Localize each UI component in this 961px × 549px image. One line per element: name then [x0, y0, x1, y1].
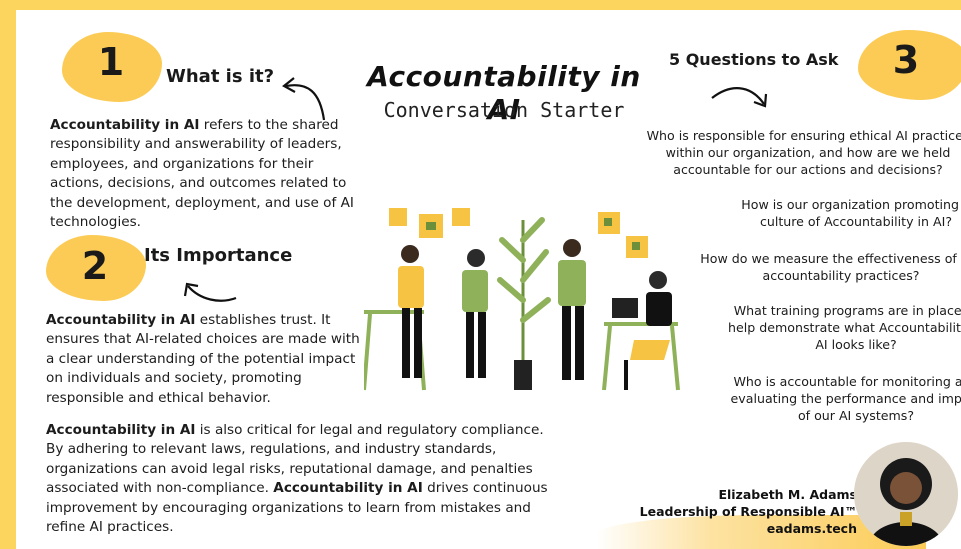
number-blob-1	[62, 32, 162, 102]
signature-name: Elizabeth M. Adams	[718, 487, 857, 502]
section-number-1: 1	[97, 40, 125, 84]
question-5: Who is accountable for monitoring and ev…	[730, 374, 961, 423]
team-illustration	[364, 208, 680, 391]
section2-paragraph-2: Accountability in AI is also critical fo…	[46, 422, 548, 536]
section-heading-questions: 5 Questions to Ask	[669, 50, 839, 69]
section-number-2: 2	[81, 244, 109, 288]
page-subtitle: Conversation Starter	[383, 98, 625, 122]
question-3: How do we measure the effectiveness of o…	[700, 251, 961, 283]
section-heading-importance: Its Importance	[144, 245, 293, 266]
question-2: How is our organization promoting a cult…	[741, 197, 961, 229]
signature-site: eadams.tech	[766, 521, 857, 536]
avatar	[854, 442, 958, 546]
section-heading-what-is-it: What is it?	[166, 66, 275, 87]
curved-arrow-icon	[282, 77, 326, 121]
infographic-card: 1 What is it? Accountability in AI refer…	[16, 10, 961, 549]
signature-role: Leadership of Responsible AI™	[639, 504, 857, 519]
section1-body: Accountability in AI refers to the share…	[50, 117, 354, 231]
curved-arrow-icon-3	[711, 87, 768, 108]
page-title: Accountability in AI	[367, 60, 641, 126]
question-1: Who is responsible for ensuring ethical …	[646, 128, 961, 177]
curved-arrow-icon-2	[183, 282, 237, 302]
section2-paragraph-1: Accountability in AI establishes trust. …	[46, 312, 360, 406]
number-blob-3	[858, 30, 961, 100]
section-number-3: 3	[892, 38, 920, 82]
number-blob-2	[46, 235, 146, 301]
question-4: What training programs are in place to h…	[728, 303, 961, 352]
